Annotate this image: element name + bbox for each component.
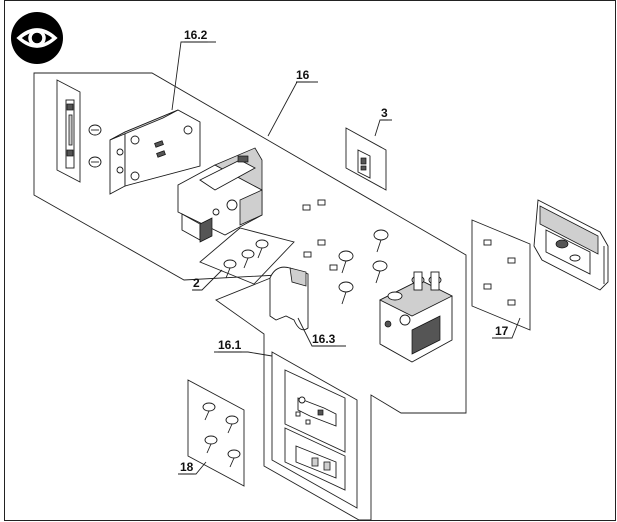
group-3-outline [345, 127, 387, 191]
group-18-screws [202, 402, 241, 468]
callout-3: 3 [381, 106, 388, 120]
callout-16-3: 16.3 [312, 332, 336, 346]
diagram-frame [4, 0, 616, 521]
group-2-screws [223, 239, 269, 279]
screw-pair [88, 124, 102, 168]
part-lock-mechanism [177, 147, 263, 243]
callout-16: 16 [296, 68, 310, 82]
callout-16-2: 16.2 [184, 28, 208, 42]
group-2-outline [199, 227, 295, 285]
leader-16 [267, 81, 318, 137]
part-16-2-plate [109, 109, 201, 195]
group-17-screws [483, 239, 516, 306]
leader-3 [374, 119, 392, 137]
part-16-1-keeper [295, 396, 337, 427]
view-button-circle [11, 12, 63, 64]
view-toggle-button[interactable] [11, 12, 63, 64]
part-16-3-cover [269, 266, 309, 331]
callout-18: 18 [180, 460, 194, 474]
part-strike-plate [533, 199, 609, 291]
part-16-1-base [295, 445, 337, 479]
callout-16-1: 16.1 [218, 338, 242, 352]
part-rail-bracket [56, 79, 81, 183]
group-16-outline [33, 72, 467, 521]
group-17-outline [471, 219, 531, 331]
group-18-outline [187, 379, 245, 487]
part-3-clip [357, 149, 371, 179]
group-16-1-panel-a [284, 369, 346, 453]
leader-16-1 [214, 351, 273, 357]
group-16-1-outline [271, 351, 358, 509]
loose-hardware [302, 199, 389, 305]
leader-16-2 [171, 41, 216, 111]
part-striker-block [379, 271, 453, 363]
callout-17: 17 [495, 324, 509, 338]
group-16-1-panel-b [284, 427, 346, 491]
callout-2: 2 [193, 276, 200, 290]
eye-icon [16, 28, 58, 48]
